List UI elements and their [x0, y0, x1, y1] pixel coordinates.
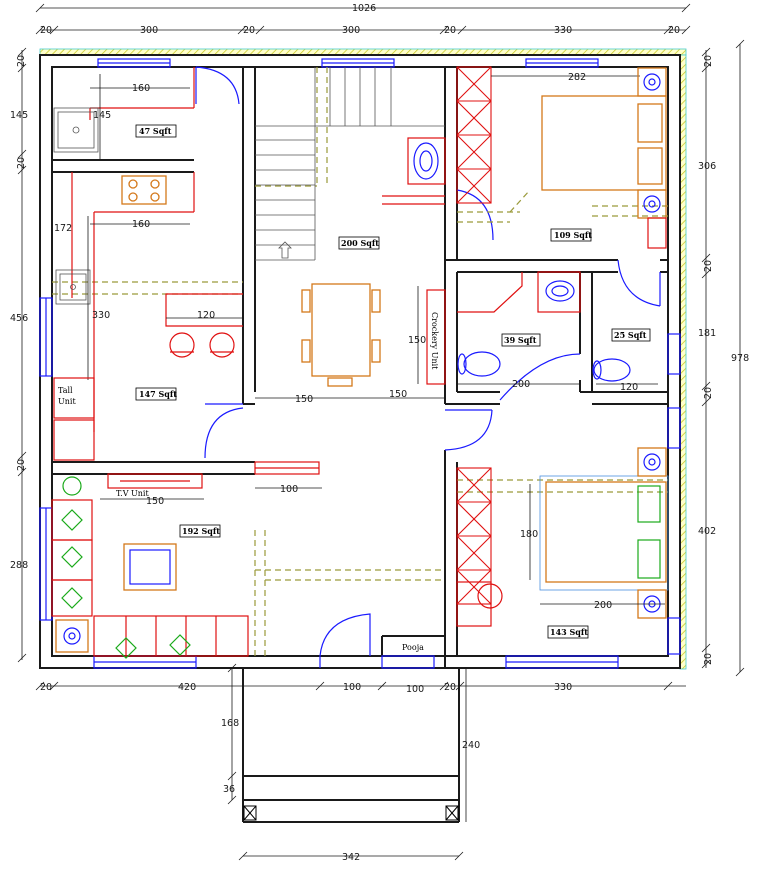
room-bed2-area: 143 Sqft: [550, 627, 588, 637]
dim-living-150: 150: [146, 496, 164, 507]
dim-kitchen-172: 172: [54, 223, 72, 234]
bedroom-2: 180 200 143 Sqft: [456, 447, 669, 639]
bottom-dimensions: 20 420 100 100 20 330: [35, 681, 686, 695]
dim-left-1: 20: [16, 55, 27, 67]
dim-porch-36: 36: [223, 784, 235, 795]
dim-top-5: 20: [444, 25, 456, 36]
dim-bottom-6: 330: [554, 682, 572, 693]
top-dimension-total: 1026: [35, 3, 691, 14]
wc: 25 Sqft 120: [592, 328, 658, 393]
dim-kitchen-slab: 160: [132, 219, 150, 230]
dim-bed2-180: 180: [520, 529, 538, 540]
dim-right-3: 20: [703, 260, 714, 272]
pooja-label: Pooja: [402, 643, 424, 652]
dining-room: 200 Sqft 150 Crockery Unit 150 150: [255, 236, 446, 405]
tv-unit-label: T.V Unit: [116, 489, 149, 498]
dim-right-4: 181: [698, 328, 716, 339]
living-room: T.V Unit 150 100 192 Sqft: [51, 461, 322, 659]
top-dimension-segments: 20 300 20 300 20 330 20: [35, 25, 691, 36]
room-living-area: 192 Sqft: [182, 526, 220, 536]
windows: [39, 58, 681, 669]
room-wc-area: 25 Sqft: [614, 330, 647, 340]
dim-right-1: 20: [703, 55, 714, 67]
dim-bath-200: 200: [512, 379, 530, 390]
doors: [195, 66, 661, 668]
bathroom: 39 Sqft 200: [457, 271, 581, 390]
left-dimensions: 20 145 20 456 20 288: [10, 47, 28, 663]
dim-bottom-4: 100: [406, 684, 424, 695]
dim-top-7: 20: [668, 25, 680, 36]
dim-right-2: 306: [698, 161, 716, 172]
dim-bed1-282: 282: [568, 72, 586, 83]
dim-porch-168: 168: [221, 718, 239, 729]
dim-top-4: 300: [342, 25, 360, 36]
dim-bottom-3: 100: [343, 682, 361, 693]
pooja: Pooja: [402, 643, 424, 652]
bedroom-1: 282 109 Sqft: [456, 66, 667, 249]
tall-unit-label-2: Unit: [58, 397, 76, 406]
beam-lines: [52, 67, 668, 656]
dim-bottom-1: 20: [40, 682, 52, 693]
dim-left-3: 20: [16, 157, 27, 169]
dim-store-depth: 145: [93, 110, 111, 121]
room-dining-area: 200 Sqft: [341, 238, 379, 248]
dim-counter-120: 120: [197, 310, 215, 321]
room-store-area: 47 Sqft: [139, 126, 172, 136]
dim-top-3: 20: [243, 25, 255, 36]
dim-left-4: 456: [10, 313, 28, 324]
dim-top-1: 20: [40, 25, 52, 36]
dim-dining-150-left: 150: [295, 394, 313, 405]
tall-unit-label-1: Tall: [58, 386, 73, 395]
dim-bottom-2: 420: [178, 682, 196, 693]
kitchen: 160 172 330 120 Tall Unit 147 Sqft: [53, 172, 243, 461]
dim-total-width: 1026: [352, 3, 376, 14]
dim-top-2: 300: [140, 25, 158, 36]
dim-dining-150-right: 150: [389, 389, 407, 400]
dim-left-6: 288: [10, 560, 28, 571]
dim-wc-120: 120: [620, 382, 638, 393]
room-bath-area: 39 Sqft: [504, 335, 537, 345]
room-bed1-area: 109 Sqft: [554, 230, 592, 240]
dim-store-width: 160: [132, 83, 150, 94]
dim-porch-240: 240: [462, 740, 480, 751]
dim-bottom-5: 20: [444, 682, 456, 693]
interior-walls: [52, 67, 668, 668]
dim-right-7: 20: [703, 653, 714, 665]
dim-left-2: 145: [10, 110, 28, 121]
outer-walls: [39, 54, 681, 669]
dim-left-5: 20: [16, 459, 27, 471]
dim-dining-150: 150: [408, 335, 426, 346]
room-kitchen-area: 147 Sqft: [139, 389, 177, 399]
dim-living-100: 100: [280, 484, 298, 495]
dim-kitchen-330: 330: [92, 310, 110, 321]
store-room: 160 145 47 Sqft: [53, 67, 195, 160]
staircase: [255, 67, 446, 261]
right-dimensions: 20 306 20 181 20 402 20 978: [698, 39, 749, 677]
crockery-unit-label: Crockery Unit: [430, 312, 439, 370]
dim-right-5: 20: [703, 387, 714, 399]
porch: 168 36 240 342: [221, 663, 480, 863]
dim-right-6: 402: [698, 526, 716, 537]
dim-porch-342: 342: [342, 852, 360, 863]
dim-right-total: 978: [731, 353, 749, 364]
dim-top-6: 330: [554, 25, 572, 36]
dim-bed2-200: 200: [594, 600, 612, 611]
